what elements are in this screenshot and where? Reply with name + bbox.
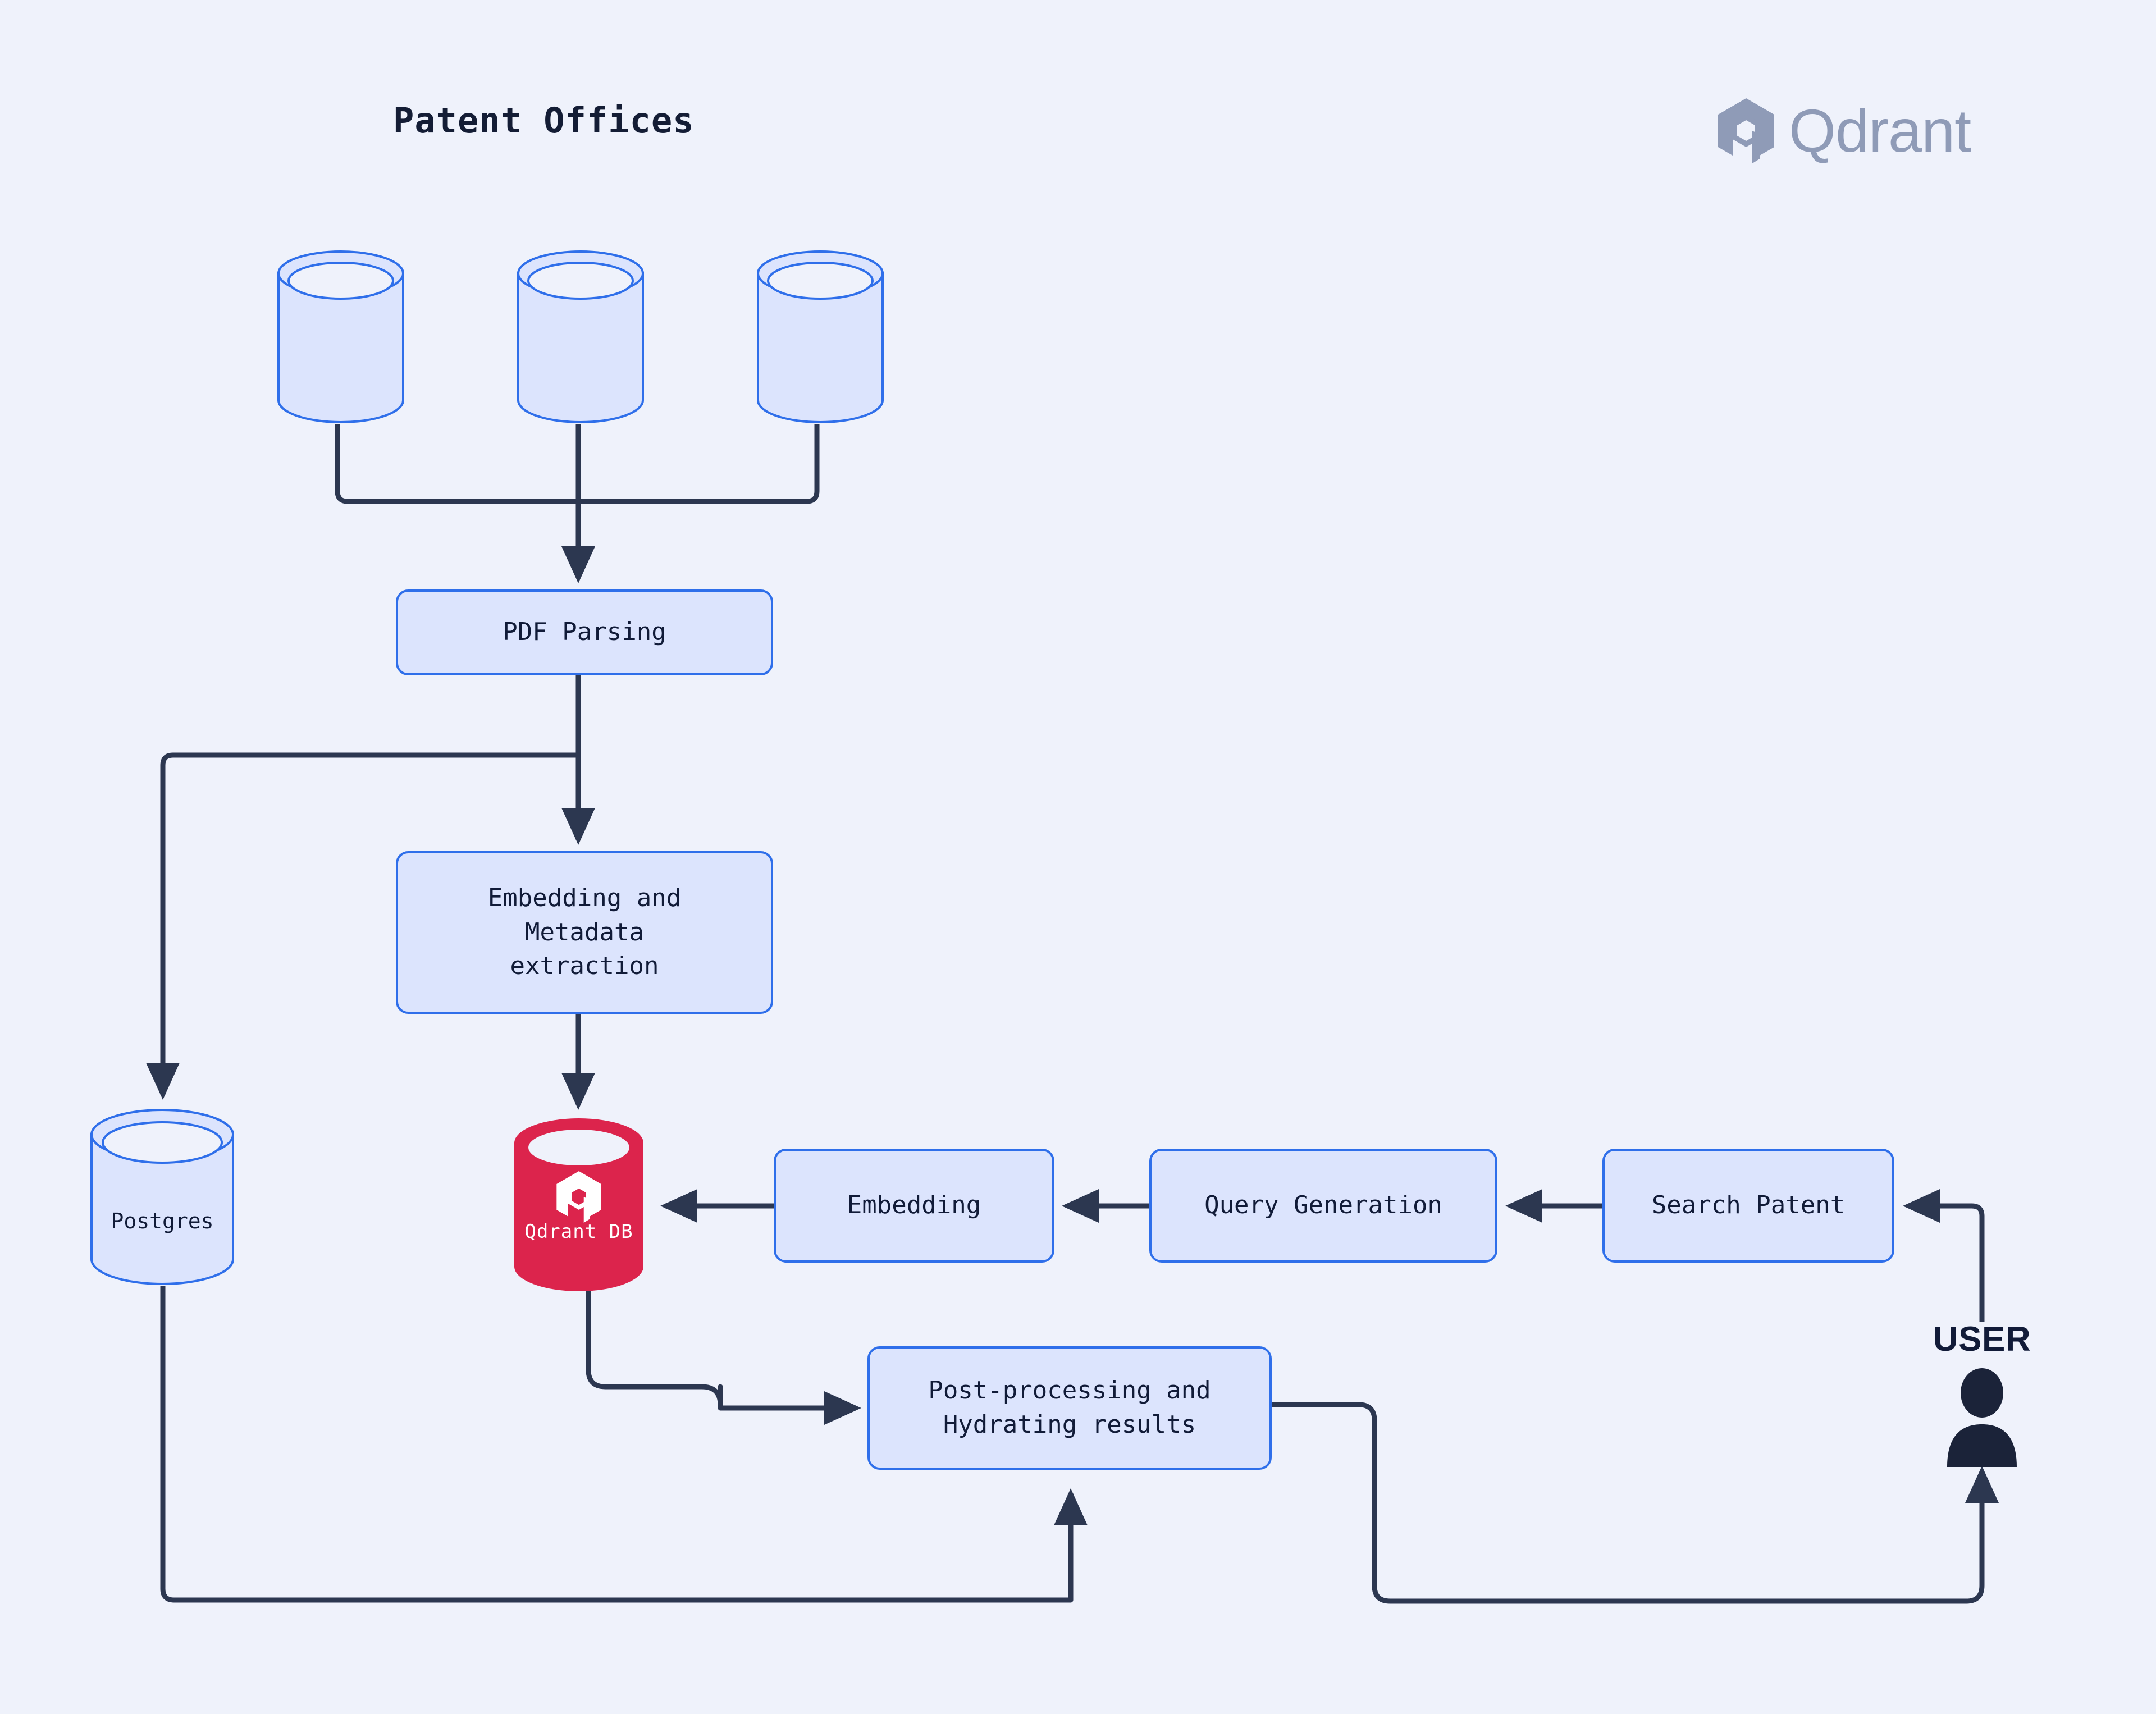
qdrant-hexagon-logo-icon <box>1718 98 1774 163</box>
actor-user[interactable]: USER <box>1920 1322 2044 1467</box>
patent-office-source-2 <box>517 250 645 424</box>
node-embedding-and-metadata-extraction[interactable]: Embedding and Metadata extraction <box>396 851 773 1014</box>
qdrant-brand-wordmark: Qdrant <box>1789 97 1971 164</box>
actor-user-label: USER <box>1933 1320 2031 1359</box>
label-line-1: Post-processing and <box>928 1376 1211 1405</box>
label-line-2: Metadata <box>525 917 644 947</box>
database-cylinder-icon <box>757 250 884 423</box>
node-embedding-and-metadata-extraction-label: Embedding and Metadata extraction <box>488 881 681 984</box>
database-cylinder-icon <box>517 250 644 423</box>
node-pdf-parsing[interactable]: PDF Parsing <box>396 589 773 675</box>
edge-source3-to-manifold <box>578 424 820 504</box>
node-qdrant-db-label: Qdrant DB <box>524 1221 633 1243</box>
edge-qdrant-to-post-processing <box>586 1291 861 1425</box>
label-line-2: Hydrating results <box>943 1410 1196 1439</box>
node-embedding[interactable]: Embedding <box>774 1149 1054 1263</box>
node-postgres[interactable]: Postgres <box>90 1109 235 1286</box>
node-search-patent-label: Search Patent <box>1651 1191 1846 1220</box>
qdrant-hexagon-logo-icon <box>556 1171 601 1223</box>
qdrant-brand-logo: Qdrant <box>1718 98 1971 163</box>
database-cylinder-icon <box>90 1109 234 1285</box>
edge-pdf-parsing-to-postgres <box>146 752 578 1100</box>
node-pdf-parsing-label: PDF Parsing <box>503 618 666 647</box>
label-line-3: extraction <box>510 952 659 981</box>
database-cylinder-icon <box>277 250 404 423</box>
node-embedding-label: Embedding <box>847 1191 981 1220</box>
node-search-patent[interactable]: Search Patent <box>1602 1149 1894 1263</box>
patent-office-source-1 <box>277 250 405 424</box>
edge-postgres-to-post-processing <box>160 1286 1088 1603</box>
label-line-1: Embedding and <box>487 883 682 912</box>
node-query-generation-label: Query Generation <box>1204 1191 1442 1220</box>
node-qdrant-db[interactable]: Qdrant DB <box>512 1117 646 1292</box>
edge-post-processing-to-user <box>1272 1402 1999 1604</box>
node-post-processing-label: Post-processing and Hydrating results <box>928 1374 1211 1442</box>
edge-source1-to-manifold <box>335 424 578 504</box>
page-title: Patent Offices <box>393 100 695 141</box>
patent-office-source-3 <box>756 250 884 424</box>
node-post-processing-and-hydrating-results[interactable]: Post-processing and Hydrating results <box>867 1346 1272 1470</box>
node-query-generation[interactable]: Query Generation <box>1149 1149 1497 1263</box>
database-cylinder-icon <box>514 1118 643 1291</box>
node-postgres-label: Postgres <box>111 1209 214 1233</box>
user-person-icon <box>1947 1368 2017 1467</box>
edge-user-to-search-patent <box>1903 1189 1985 1322</box>
